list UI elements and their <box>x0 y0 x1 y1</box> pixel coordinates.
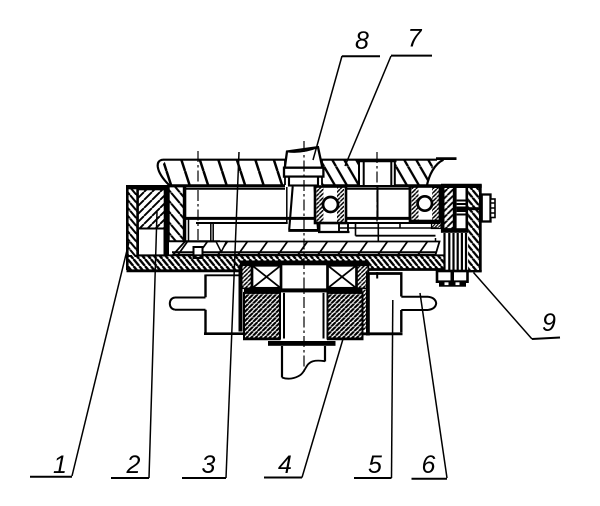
svg-text:9: 9 <box>542 309 556 337</box>
svg-text:1: 1 <box>53 451 67 479</box>
svg-text:2: 2 <box>126 451 141 479</box>
svg-text:4: 4 <box>278 451 292 479</box>
svg-text:8: 8 <box>355 27 369 55</box>
svg-text:5: 5 <box>368 451 382 479</box>
svg-text:6: 6 <box>422 451 436 479</box>
svg-text:7: 7 <box>408 25 423 53</box>
svg-text:3: 3 <box>202 451 216 479</box>
